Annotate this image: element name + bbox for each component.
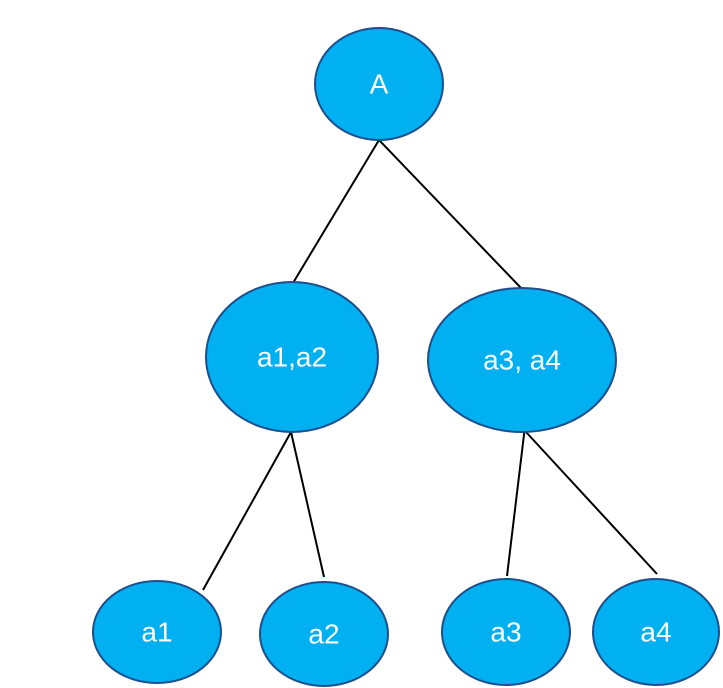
node-mid-right-label: a3, a4 [483,345,561,376]
edge-mid-right-to-a3 [506,417,527,577]
edge-mid-left-to-a1 [202,431,292,591]
node-leaf-a1-shape [92,580,222,684]
node-leaf-a4: a4 [592,578,720,686]
node-leaf-a3-shape [441,578,571,686]
edge-root-to-mid-right [378,139,522,289]
node-root-label: A [370,69,389,100]
node-leaf-a1: a1 [92,580,222,684]
node-mid-left-shape [205,281,379,433]
node-root: A [314,27,444,141]
node-mid-left-label: a1,a2 [257,342,327,373]
node-leaf-a3-label: a3 [490,617,521,648]
node-leaf-a4-shape [592,578,720,686]
edge-mid-right-to-a4 [525,431,658,575]
node-root-shape [314,27,444,141]
node-leaf-a3: a3 [441,578,571,686]
node-mid-left: a1,a2 [205,281,379,433]
node-leaf-a2: a2 [259,581,389,687]
node-mid-right-shape [427,287,617,433]
node-leaf-a1-label: a1 [141,617,172,648]
node-leaf-a4-label: a4 [640,617,671,648]
node-leaf-a2-shape [259,581,389,687]
edge-mid-left-to-a2 [290,431,325,578]
edge-root-to-mid-left [292,139,380,284]
node-mid-right: a3, a4 [427,287,617,433]
node-leaf-a2-label: a2 [308,619,339,650]
edges [202,139,658,591]
